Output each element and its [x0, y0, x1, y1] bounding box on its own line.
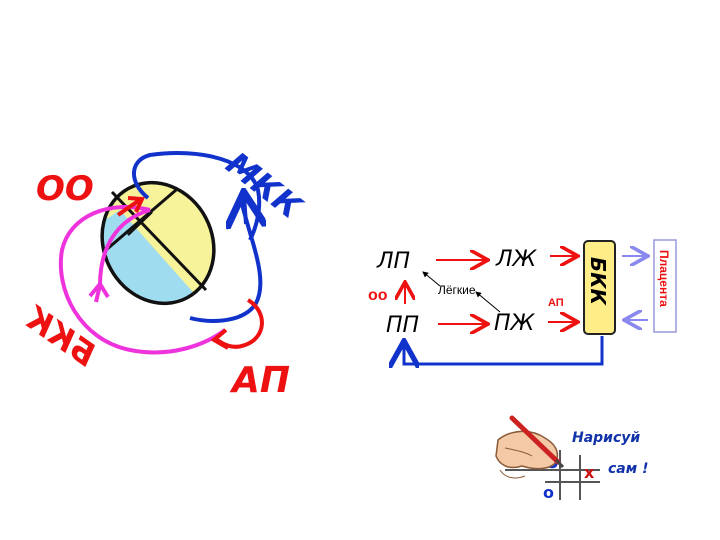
heart-sketch: ОО МКК БКК АП [17, 144, 310, 401]
arrow-pzh-lungs [475, 291, 501, 313]
label-oo-small: оо [368, 287, 388, 304]
return-path [404, 336, 604, 364]
box-bkk [583, 240, 616, 335]
label-ap: АП [229, 360, 290, 401]
svg-text:x: x [584, 463, 595, 482]
bkk-arrow [88, 280, 110, 299]
box-bkk-label: БКК [586, 257, 610, 307]
draw-yourself-picture: o x o Нарисуй сам ! [495, 415, 648, 502]
node-pp: ПП [386, 313, 419, 338]
label-ap-small: АП [548, 297, 564, 309]
draw-yourself-line1: Нарисуй [572, 430, 640, 446]
box-placenta [653, 239, 677, 333]
pencil-icon [509, 415, 561, 465]
node-pzh: ПЖ [494, 311, 536, 336]
circulation-scheme: ЛП ЛЖ ПП ПЖ оо АП Лёгкие БКК Плацента [368, 239, 677, 364]
label-lungs: Лёгкие [438, 283, 476, 297]
label-oo: ОО [36, 169, 94, 209]
ap-curve [213, 298, 264, 349]
label-mkk: МКК [219, 144, 310, 227]
box-placenta-label: Плацента [657, 250, 671, 307]
heart-valve-line [105, 188, 177, 252]
label-bkk: БКК [17, 298, 103, 374]
node-lp: ЛП [376, 249, 410, 274]
draw-yourself-line2: сам ! [608, 461, 648, 477]
mkk-arrow [244, 196, 246, 224]
oo-arrow [127, 196, 146, 213]
node-lzh: ЛЖ [495, 247, 538, 272]
heart-outline [100, 180, 216, 306]
arrow-lungs-lp [422, 271, 441, 287]
svg-text:o: o [543, 483, 554, 502]
bkk-loop [58, 204, 227, 355]
ap-arrow [210, 328, 229, 350]
